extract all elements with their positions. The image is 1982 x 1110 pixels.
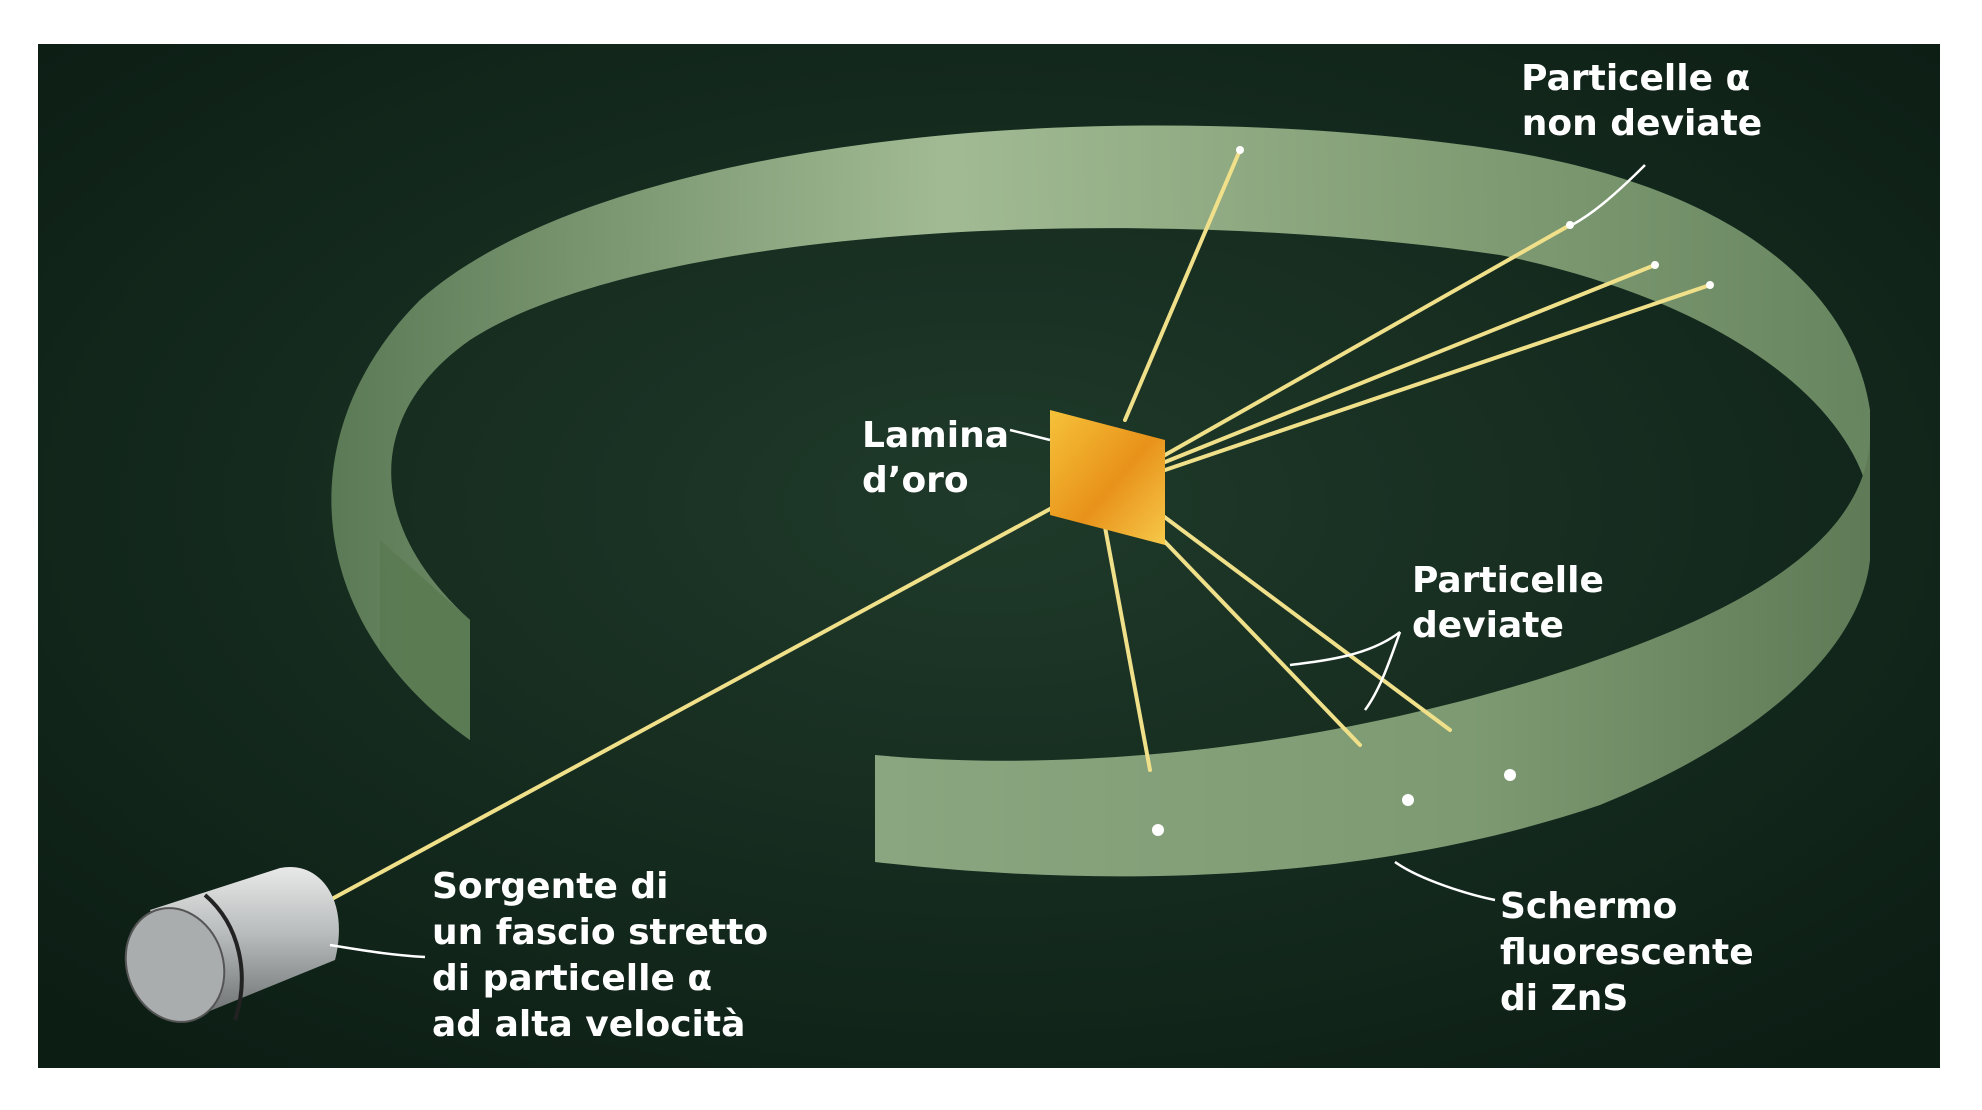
leader-foil — [1009, 428, 1051, 442]
label-deflected-line2: deviate — [1412, 605, 1564, 646]
label-undeflected: Particelle α non deviate — [1521, 58, 1763, 144]
label-undeflected-line2: non deviate — [1522, 103, 1762, 144]
label-deflected: Particelle deviate — [1412, 560, 1616, 646]
flash-2 — [1402, 794, 1414, 806]
screen-front-band — [875, 440, 1870, 877]
undeflected-beam-3 — [1163, 283, 1712, 472]
flash-1 — [1152, 824, 1164, 836]
backscattered-beam — [1123, 148, 1242, 422]
label-foil-line2: d’oro — [862, 460, 969, 501]
deflected-beam-1 — [1098, 498, 1152, 772]
leader-deflected-b — [1363, 631, 1402, 711]
flash-6 — [1706, 281, 1714, 289]
undeflected-beam-2 — [1163, 263, 1657, 464]
leader-lines — [329, 164, 1646, 959]
label-screen-line1: Schermo — [1500, 886, 1677, 927]
alpha-beams — [328, 148, 1712, 902]
leader-screen — [1394, 860, 1496, 902]
label-foil-line1: Lamina — [862, 415, 1009, 456]
label-foil: Lamina d’oro — [862, 415, 1022, 501]
leader-undeflected — [1571, 164, 1646, 227]
source-ring — [203, 893, 244, 1021]
label-screen-line3: di ZnS — [1500, 978, 1628, 1019]
flash-7 — [1236, 146, 1244, 154]
screen-left-edge — [380, 540, 470, 740]
label-source: Sorgente di un fascio stretto di partice… — [432, 866, 781, 1045]
label-deflected-line1: Particelle — [1412, 560, 1604, 601]
flash-3 — [1504, 769, 1516, 781]
gold-foil — [1050, 410, 1165, 545]
label-source-line4: ad alta velocità — [432, 1004, 745, 1045]
label-screen-line2: fluorescente — [1500, 932, 1754, 973]
incident-beam — [328, 488, 1087, 902]
alpha-source — [124, 866, 339, 1023]
leader-source — [329, 943, 426, 959]
label-source-line2: un fascio stretto — [432, 912, 768, 953]
leader-deflected-a — [1289, 631, 1401, 667]
undeflected-beam-1 — [1163, 223, 1572, 457]
flash-5 — [1651, 261, 1659, 269]
flash-4 — [1566, 221, 1574, 229]
scintillation-flashes — [1152, 146, 1714, 836]
label-source-line3: di particelle α — [432, 958, 712, 999]
label-undeflected-line1: Particelle α — [1521, 58, 1750, 99]
deflected-beam-3 — [1133, 493, 1452, 732]
label-source-line1: Sorgente di — [432, 866, 669, 907]
label-screen: Schermo fluorescente di ZnS — [1500, 886, 1766, 1019]
source-face — [124, 907, 226, 1023]
